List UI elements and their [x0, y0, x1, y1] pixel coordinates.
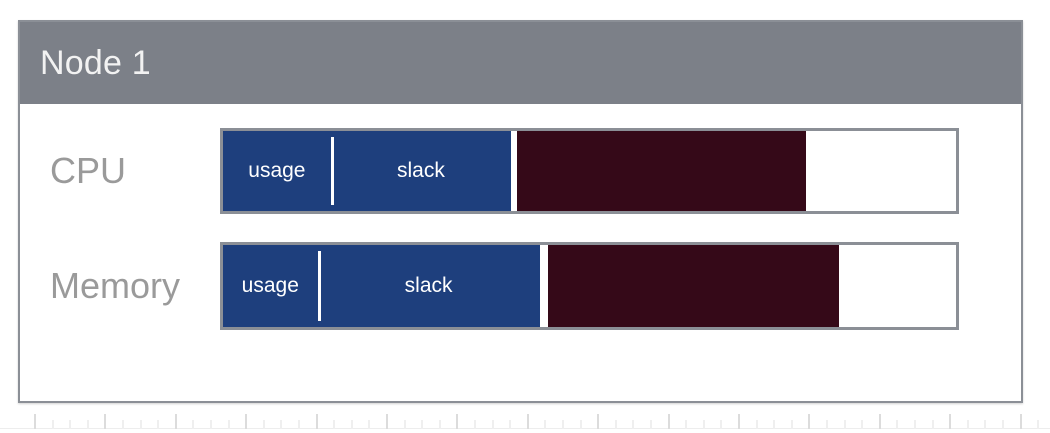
ruler-tick	[104, 414, 106, 429]
page-title: Node 1	[40, 44, 151, 82]
ruler-tick	[720, 420, 722, 429]
ruler-tick	[245, 414, 247, 429]
metric-row-memory: Memory usage slack	[20, 241, 1021, 331]
ruler-tick	[580, 420, 582, 429]
ruler-tick	[597, 414, 599, 429]
ruler-tick	[685, 420, 687, 429]
metric-row-cpu: CPU usage slack	[20, 126, 1021, 216]
ruler-tick	[844, 420, 846, 429]
ruler-tick	[756, 420, 758, 429]
ruler-tick	[738, 414, 740, 429]
ruler-tick	[632, 420, 634, 429]
ruler-tick	[1020, 414, 1022, 429]
ruler-tick	[52, 420, 54, 429]
ruler-strip	[0, 412, 1050, 433]
node-card: Node 1 CPU usage slack Memory usage	[18, 20, 1023, 403]
ruler-tick	[175, 414, 177, 429]
resource-bar-cpu: usage slack	[220, 128, 959, 214]
ruler-tick	[879, 414, 881, 429]
ruler-tick	[34, 414, 36, 429]
ruler-tick	[351, 420, 353, 429]
ruler-tick	[703, 420, 705, 429]
ruler-tick	[192, 420, 194, 429]
ruler-tick	[527, 414, 529, 429]
usage-slack-segment-memory	[223, 245, 540, 327]
resource-bar-memory: usage slack	[220, 242, 959, 330]
ruler-tick	[932, 420, 934, 429]
ruler-tick	[773, 420, 775, 429]
ruler-tick	[826, 420, 828, 429]
ruler-tick	[386, 414, 388, 429]
ruler-tick	[668, 414, 670, 429]
reserved-segment-cpu	[516, 131, 807, 211]
ruler-tick	[263, 420, 265, 429]
metric-label-cpu: CPU	[50, 150, 127, 191]
ruler-tick	[439, 420, 441, 429]
ruler-tick	[368, 420, 370, 429]
card-header: Node 1	[20, 22, 1021, 104]
ruler-tick	[984, 420, 986, 429]
ruler-tick	[140, 420, 142, 429]
ruler-tick	[210, 420, 212, 429]
ruler-tick	[1037, 420, 1039, 429]
usage-slack-divider-memory	[317, 251, 321, 321]
ruler-tick	[861, 420, 863, 429]
ruler-tick	[808, 414, 810, 429]
ruler-tick	[404, 420, 406, 429]
ruler-tick	[316, 414, 318, 429]
ruler-tick	[456, 414, 458, 429]
ruler-tick	[69, 420, 71, 429]
ruler-tick	[1002, 420, 1004, 429]
ruler-tick	[544, 420, 546, 429]
metric-label-memory: Memory	[50, 265, 181, 306]
ruler-tick	[333, 420, 335, 429]
ruler-tick	[228, 420, 230, 429]
ruler-tick	[562, 420, 564, 429]
empty-segment-memory	[839, 245, 956, 327]
ruler-tick	[474, 420, 476, 429]
ruler-tick	[896, 420, 898, 429]
reserved-segment-memory	[547, 245, 840, 327]
ruler-baseline	[0, 428, 1050, 429]
ruler-tick	[492, 420, 494, 429]
ruler-tick	[280, 420, 282, 429]
empty-segment-cpu	[806, 131, 956, 211]
ruler-tick	[967, 420, 969, 429]
usage-slack-segment-cpu	[223, 131, 512, 211]
usage-slack-divider-cpu	[330, 137, 334, 205]
card-body: CPU usage slack Memory usage slack	[20, 104, 1021, 401]
ruler-tick	[157, 420, 159, 429]
ruler-tick	[298, 420, 300, 429]
ruler-tick	[122, 420, 124, 429]
ruler-tick	[509, 420, 511, 429]
ruler-tick	[421, 420, 423, 429]
ruler-tick	[791, 420, 793, 429]
ruler-tick	[650, 420, 652, 429]
ruler-tick	[914, 420, 916, 429]
ruler-tick	[949, 414, 951, 429]
ruler-tick	[615, 420, 617, 429]
ruler-tick	[87, 420, 89, 429]
